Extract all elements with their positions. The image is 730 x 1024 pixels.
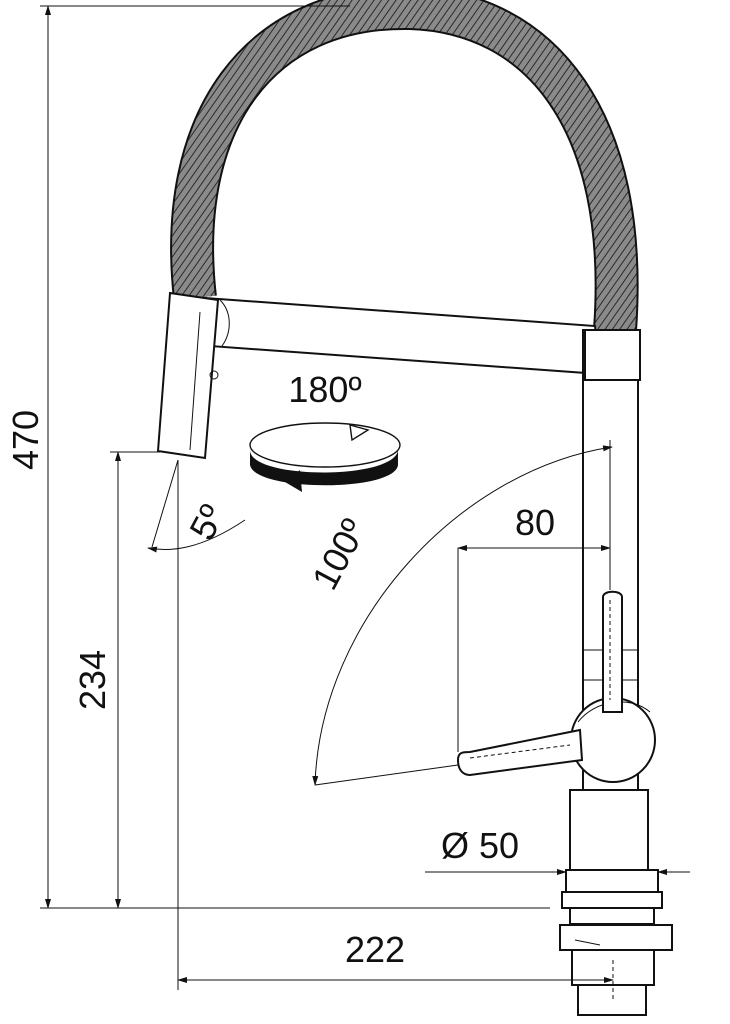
- reach-label: 222: [345, 929, 405, 970]
- base-diameter-label: Ø 50: [441, 825, 519, 866]
- lever-offset-label: 80: [515, 502, 555, 543]
- spout-height-label: 234: [72, 650, 113, 710]
- total-height-label: 470: [5, 410, 46, 470]
- spout-arm: [203, 296, 602, 376]
- spout-rotation-label: 180º: [288, 369, 361, 410]
- lever-angle-label: 100º: [304, 512, 375, 596]
- mounting-hardware: [559, 869, 673, 1016]
- flexible-hose: [170, 0, 639, 332]
- spray-head: [156, 291, 220, 460]
- rotation-arrow-icon: [249, 422, 401, 492]
- dimension-lines: [40, 5, 690, 1000]
- spray-tilt-label: 5º: [181, 498, 233, 547]
